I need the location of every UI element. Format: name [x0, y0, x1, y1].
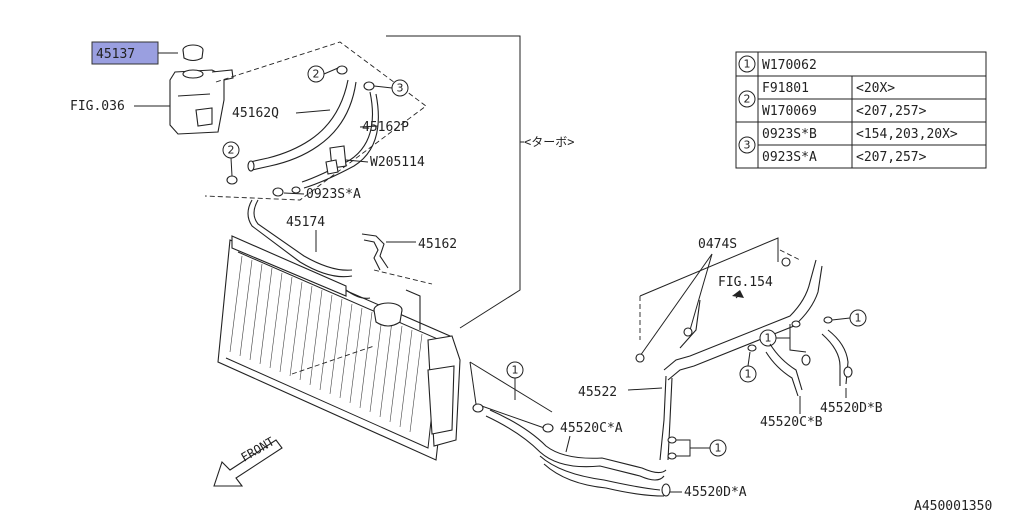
legend-callout-3: [738, 136, 756, 154]
label-45520c-a[interactable]: 45520C*A: [560, 421, 623, 436]
label-turbo: <ターボ>: [524, 135, 574, 149]
label-45520d-b[interactable]: 45520D*B: [820, 401, 883, 416]
svg-text:1: 1: [512, 364, 519, 377]
legend-part-w170069[interactable]: W170069: [762, 104, 817, 119]
reservoir-tank: [169, 69, 234, 135]
legend-part-w170062[interactable]: W170062: [762, 58, 817, 73]
svg-text:2: 2: [744, 93, 751, 106]
callout-1-right: 1: [849, 309, 867, 327]
callout-3: 3: [391, 79, 409, 97]
svg-text:2: 2: [313, 68, 320, 81]
radiator: [217, 235, 461, 461]
label-0474s[interactable]: 0474S: [698, 237, 737, 252]
legend-table: 1 2 3 W170062 F91801 <20X> W170069 <207,…: [735, 51, 987, 169]
legend-note-f91801: <20X>: [856, 81, 895, 96]
svg-text:1: 1: [765, 332, 772, 345]
label-45520c-b[interactable]: 45520C*B: [760, 415, 823, 430]
svg-text:2: 2: [228, 144, 235, 157]
label-fig154[interactable]: FIG.154: [718, 275, 773, 290]
legend-callout-2: [738, 90, 756, 108]
legend-note-0923s-a: <207,257>: [856, 150, 927, 165]
front-arrow: FRONT: [213, 434, 283, 487]
callout-1-mid-lower: 1: [739, 365, 757, 383]
reservoir-cap: [182, 44, 204, 62]
svg-text:1: 1: [715, 442, 722, 455]
label-45522[interactable]: 45522: [578, 385, 617, 400]
legend-part-0923s-a[interactable]: 0923S*A: [762, 150, 817, 165]
callout-2-upper: 2: [307, 65, 325, 83]
callout-1-lower-left: 1: [506, 361, 524, 379]
label-fig036[interactable]: FIG.036: [70, 99, 125, 114]
svg-text:1: 1: [744, 58, 751, 71]
label-45520d-a[interactable]: 45520D*A: [684, 485, 747, 500]
callout-1-mid-upper: 1: [759, 329, 777, 347]
svg-text:3: 3: [397, 82, 404, 95]
svg-text:1: 1: [745, 368, 752, 381]
legend-note-0923s-b: <154,203,20X>: [856, 127, 958, 142]
label-w205114[interactable]: W205114: [370, 155, 425, 170]
diagram-id: A450001350: [914, 499, 992, 512]
bracket-w205114: [325, 145, 347, 175]
label-0923s-a[interactable]: 0923S*A: [306, 187, 361, 202]
label-45162p[interactable]: 45162P: [362, 120, 409, 135]
highlighted-part-label[interactable]: 45137: [96, 47, 135, 62]
legend-note-w170069: <207,257>: [856, 104, 927, 119]
callout-2-lower: 2: [222, 141, 240, 159]
callout-1-bottom: 1: [709, 439, 727, 457]
legend-part-0923s-b[interactable]: 0923S*B: [762, 127, 817, 142]
pipe-45522: [659, 259, 823, 461]
svg-text:3: 3: [744, 139, 751, 152]
svg-text:1: 1: [855, 312, 862, 325]
label-45162q[interactable]: 45162Q: [232, 106, 279, 121]
label-45174[interactable]: 45174: [286, 215, 325, 230]
label-45162[interactable]: 45162: [418, 237, 457, 252]
legend-part-f91801[interactable]: F91801: [762, 81, 809, 96]
legend-callout-1: [738, 55, 756, 73]
